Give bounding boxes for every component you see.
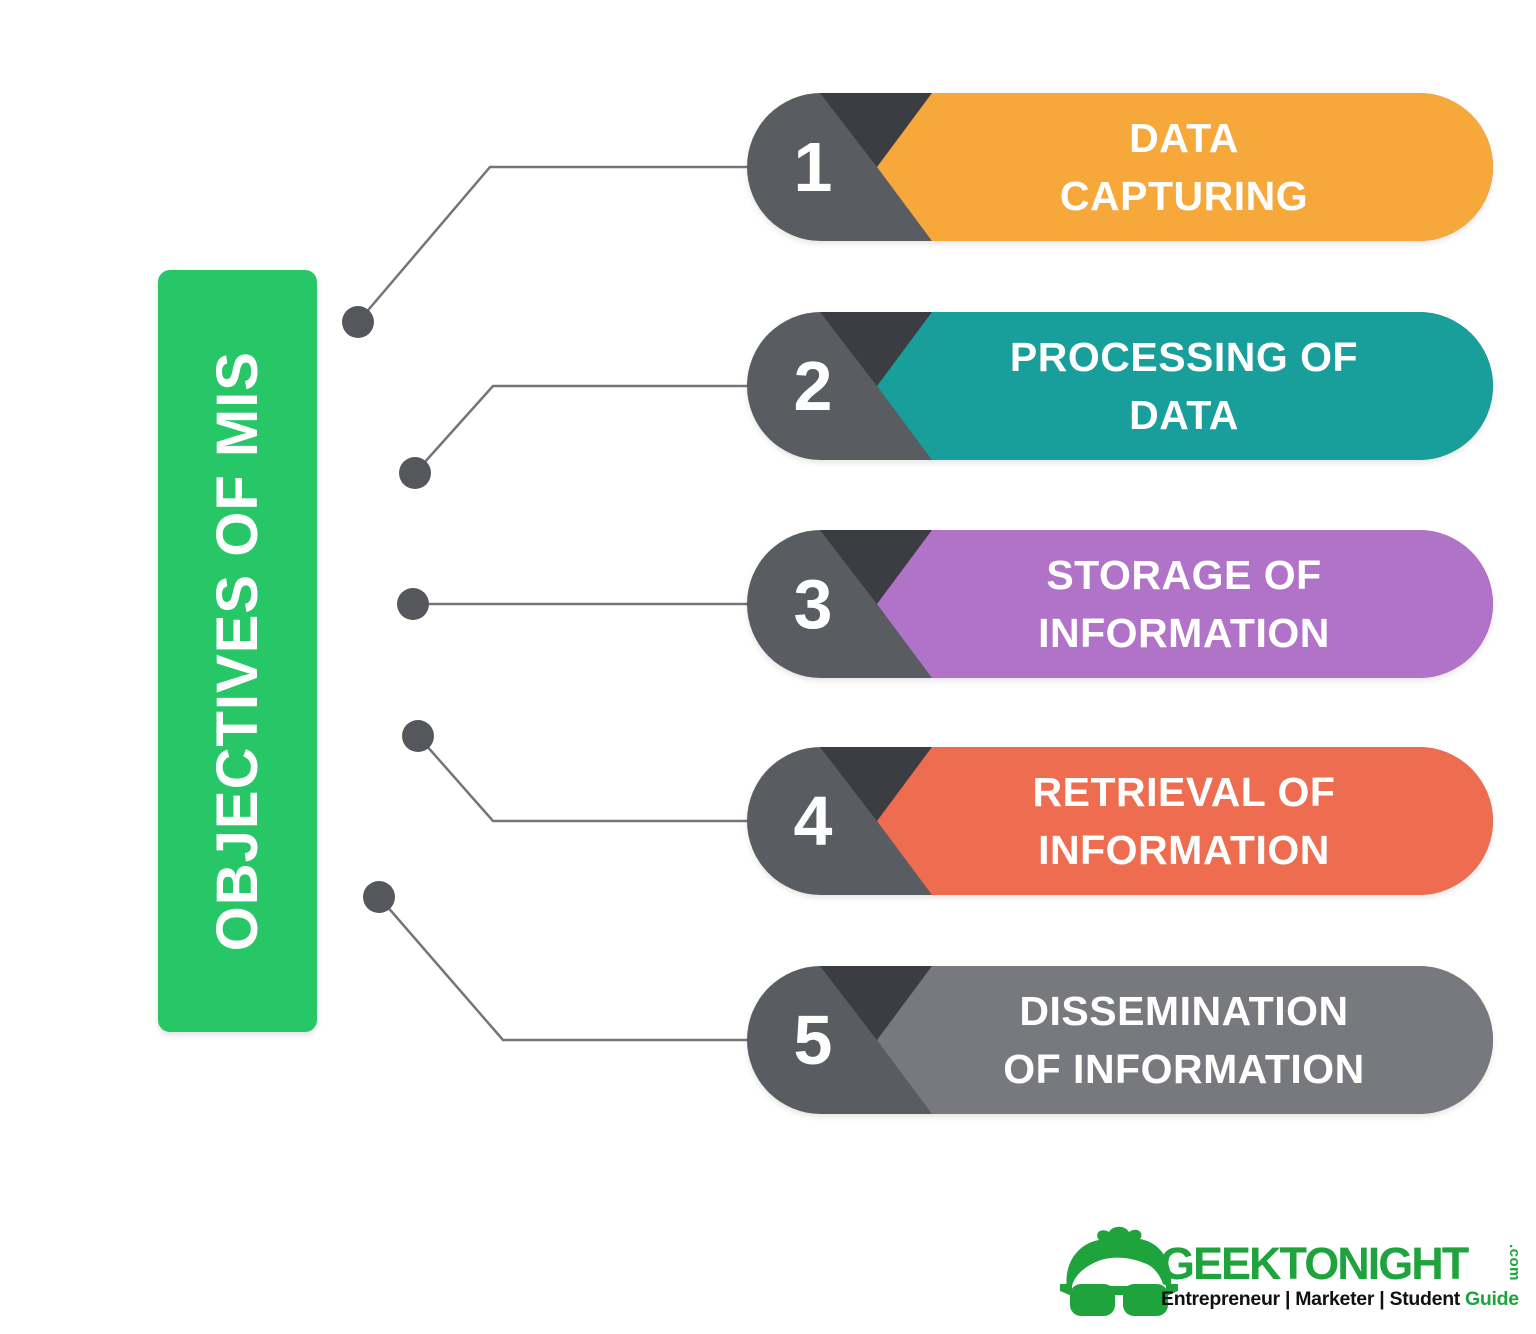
item-label-line: DATA: [1129, 114, 1239, 161]
item-pill-1: 1 DATA CAPTURING: [747, 93, 1493, 241]
item-label-line: STORAGE OF: [1046, 551, 1322, 598]
item-number: 3: [793, 565, 833, 643]
item-label-line: DISSEMINATION: [1019, 987, 1349, 1034]
tagline-black: Entrepreneur | Marketer | Student: [1161, 1288, 1460, 1310]
item-label: DATA CAPTURING: [937, 93, 1431, 241]
item-body: [877, 747, 1493, 895]
item-body: [877, 530, 1493, 678]
connector-dot-2: [399, 457, 431, 489]
footer-logo: GEEKTONIGHT .com Entrepreneur | Marketer…: [1058, 1220, 1536, 1332]
item-pill-2: 2 PROCESSING OF DATA: [747, 312, 1493, 460]
item-number: 2: [793, 347, 833, 425]
item-label: DISSEMINATION OF INFORMATION: [937, 966, 1431, 1114]
item-label: STORAGE OF INFORMATION: [937, 530, 1431, 678]
connector-line-4: [417, 735, 752, 823]
connector-dot-5: [363, 881, 395, 913]
item-label-line: OF INFORMATION: [1003, 1046, 1365, 1092]
item-label-line: RETRIEVAL OF: [1032, 768, 1336, 815]
brand-wordmark: GEEKTONIGHT: [1160, 1238, 1469, 1289]
connector-dot-4: [402, 720, 434, 752]
page-title: OBJECTIVES OF MIS: [205, 350, 270, 952]
item-number: 4: [793, 782, 833, 860]
item-label: RETRIEVAL OF INFORMATION: [937, 747, 1431, 895]
connector-line-2: [414, 384, 752, 474]
item-label: PROCESSING OF DATA: [937, 312, 1431, 460]
connector-dot-1: [342, 306, 374, 338]
brand-domain: .com: [1506, 1244, 1523, 1282]
item-label-line: DATA: [1129, 392, 1239, 438]
item-body: [877, 966, 1493, 1114]
item-label-line: INFORMATION: [1038, 610, 1330, 656]
item-pill-4: 4 RETRIEVAL OF INFORMATION: [747, 747, 1493, 895]
connector-line-5: [378, 896, 752, 1042]
item-body: [877, 93, 1493, 241]
item-pill-3: 3 STORAGE OF INFORMATION: [747, 530, 1493, 678]
item-label-line: INFORMATION: [1038, 827, 1330, 873]
connector-dot-3: [397, 588, 429, 620]
item-label-line: PROCESSING OF: [1009, 333, 1359, 380]
item-number: 1: [793, 128, 833, 206]
connector-line-1: [357, 165, 752, 323]
item-number: 5: [793, 1001, 833, 1079]
tagline-green: Guide: [1465, 1288, 1519, 1310]
geek-face-icon: [1060, 1226, 1178, 1316]
item-label-line: CAPTURING: [1059, 173, 1309, 219]
item-body: [877, 312, 1493, 460]
title-bar: OBJECTIVES OF MIS: [158, 270, 317, 1032]
item-pill-5: 5 DISSEMINATION OF INFORMATION: [747, 966, 1493, 1114]
